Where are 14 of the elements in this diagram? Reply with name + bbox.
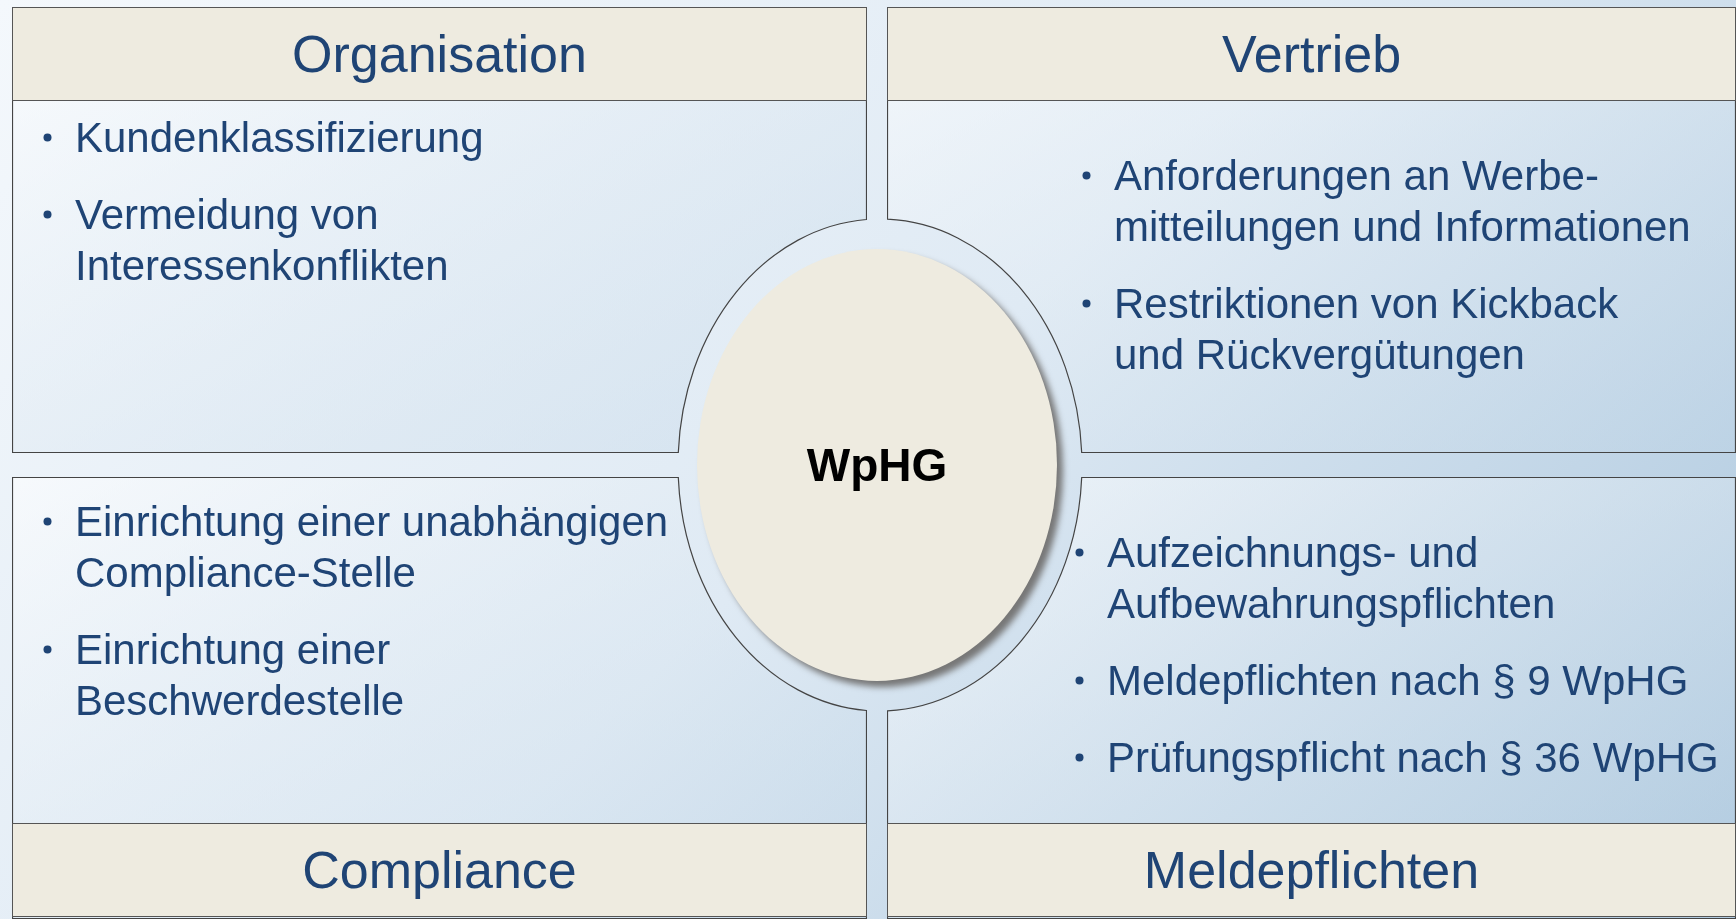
bullet-text: Prüfungspflicht nach § 36 WpHG (1107, 734, 1719, 781)
bullet-text: Meldepflichten nach § 9 WpHG (1107, 657, 1689, 704)
bullet-text: Kundenklassifizierung (75, 114, 484, 161)
bullet-text: Vermeidung von Interessenkonflikten (75, 191, 449, 289)
panel-header: Vertrieb (887, 7, 1736, 101)
panel-header: Compliance (12, 823, 867, 917)
center-ellipse: WpHG (697, 249, 1057, 681)
panel-header: Meldepflichten (887, 823, 1736, 917)
bullet-text: Restriktionen von Kickback und Rückvergütungen (1114, 280, 1619, 378)
panel-header: Organisation (12, 7, 867, 101)
bullet-text: Anforderungen an Werbe- mitteilungen und Informationen (1114, 152, 1691, 250)
bullet-text: Einrichtung einer unabhängigen Compliance-Stelle (75, 498, 669, 596)
bullet-text: Aufzeichnungs- und Aufbewahrungspflichten (1107, 529, 1556, 627)
bullet-text: Einrichtung einer Beschwerdestelle (75, 626, 405, 724)
